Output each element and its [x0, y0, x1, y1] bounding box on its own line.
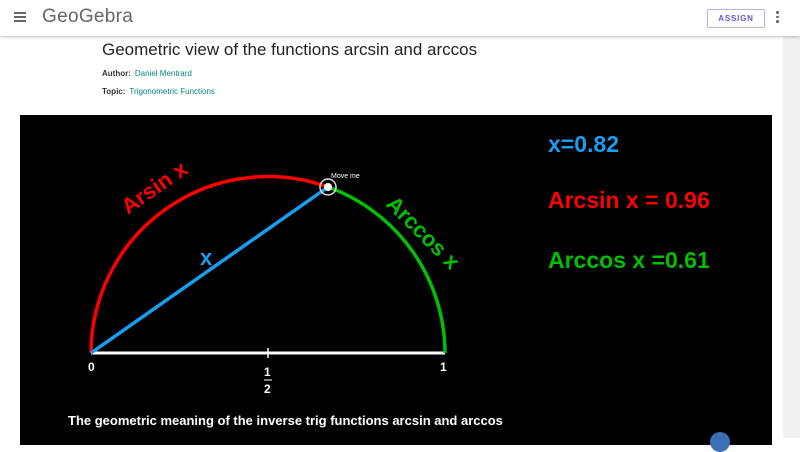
arcsin-arc: [89, 174, 329, 354]
more-vertical-icon[interactable]: [776, 11, 780, 25]
x-readout: x=0.82: [548, 131, 619, 157]
applet-description: The geometric meaning of the inverse tri…: [68, 413, 503, 428]
arccos-arc: [327, 185, 447, 354]
page-scrollbar[interactable]: [783, 36, 800, 438]
arccos-readout: Arccos x =0.61: [548, 247, 710, 273]
move-point[interactable]: [324, 183, 332, 191]
author-label: Author:: [102, 69, 131, 78]
topic-label: Topic:: [102, 87, 126, 96]
assign-button[interactable]: ASSIGN: [707, 9, 765, 28]
geogebra-applet[interactable]: Move me Arsin x Arccos x x 0 1 1 2 x=0.8…: [20, 115, 772, 445]
author-line: Author:Daniel Mentrard: [102, 69, 192, 78]
point-label: Move me: [331, 173, 360, 180]
globe-icon[interactable]: [710, 432, 730, 452]
arcsin-label: Arsin x: [117, 155, 193, 219]
graphics-view[interactable]: Move me Arsin x Arccos x x 0 1 1 2: [20, 115, 772, 445]
move-point-ring[interactable]: [319, 178, 337, 196]
topic-link[interactable]: Trigonometric Functions: [129, 87, 215, 96]
arcsin-readout: Arcsin x = 0.96: [548, 187, 710, 213]
axis-label-0: 0: [88, 360, 95, 374]
hamburger-icon[interactable]: [14, 12, 26, 22]
x-segment: [89, 185, 330, 355]
top-bar: GeoGebra ASSIGN: [0, 0, 800, 36]
topic-line: Topic:Trigonometric Functions: [102, 87, 215, 96]
arccos-label: Arccos x: [381, 191, 465, 275]
page-title: Geometric view of the functions arcsin a…: [102, 40, 478, 59]
half-numerator: 1: [264, 365, 271, 379]
author-link[interactable]: Daniel Mentrard: [134, 69, 192, 78]
geogebra-logo[interactable]: GeoGebra: [42, 6, 134, 27]
segment-label: x: [200, 245, 213, 270]
half-denominator: 2: [264, 382, 271, 396]
axis-label-1: 1: [440, 360, 447, 374]
